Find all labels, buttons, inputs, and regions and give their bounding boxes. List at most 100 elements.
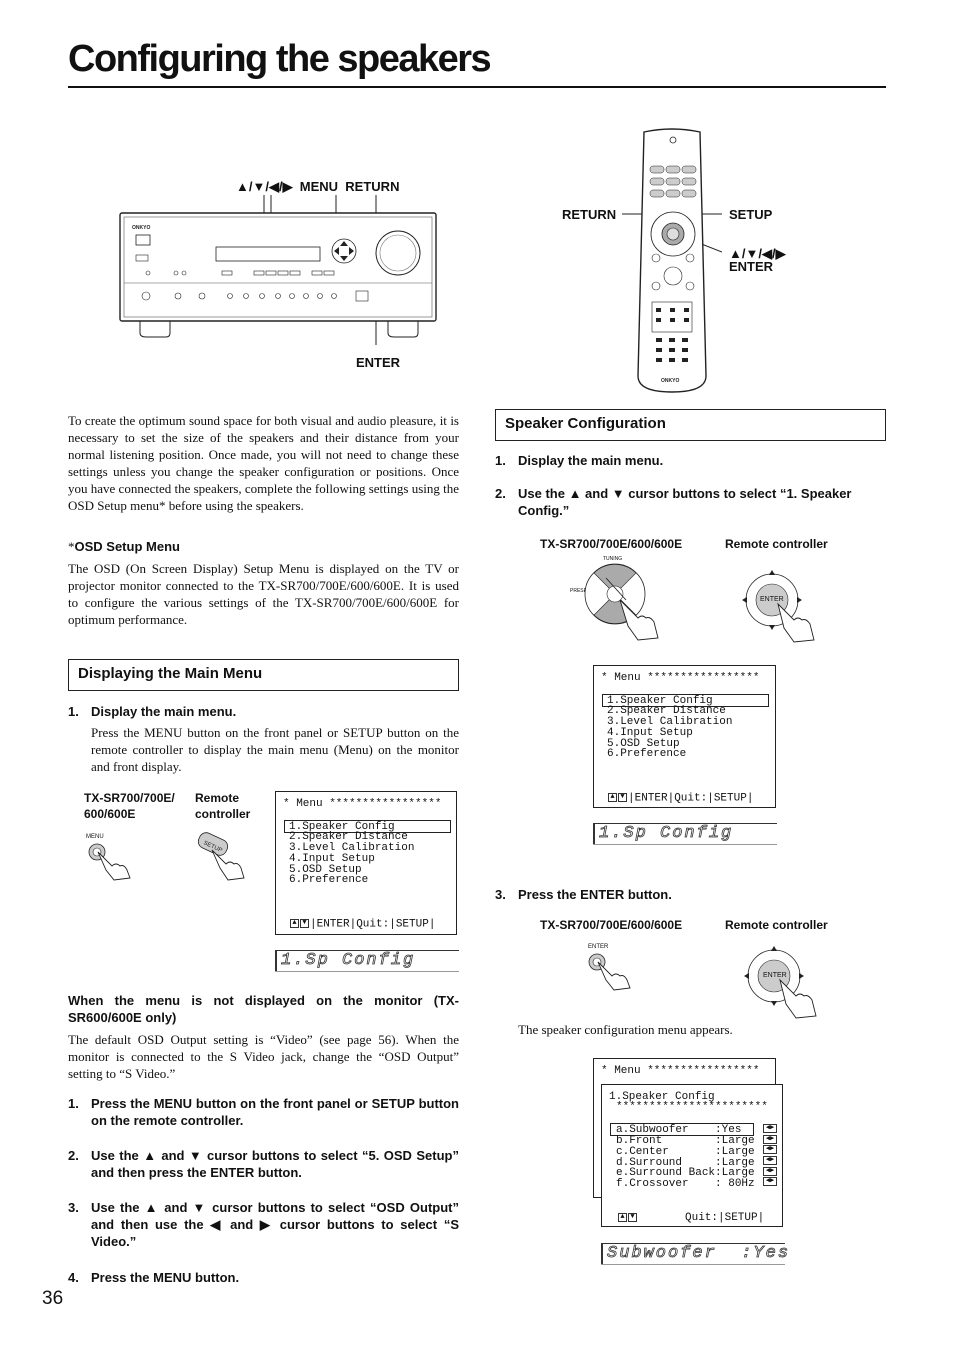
osd-heading-star: * [68, 539, 75, 554]
section-speaker-configuration: Speaker Configuration [495, 409, 886, 441]
front-display-bottom [275, 971, 459, 972]
front-display-rule [593, 823, 777, 824]
step-number: 3. [68, 1200, 79, 1215]
front-display-text-1: 1.Sp Config [281, 951, 416, 971]
menu-footer: ▲▼|ENTER|Quit:|SETUP| [608, 793, 753, 804]
menu-selection-highlight [602, 694, 769, 707]
left-right-key-icon: ◀▶ [763, 1166, 777, 1176]
left-right-key-icons: ◀▶ ◀▶ ◀▶ ◀▶ ◀▶ ◀▶ [763, 1124, 777, 1188]
menu-item-speaker-config: 1.Speaker Config [607, 695, 713, 707]
step-number: 2. [68, 1148, 79, 1163]
speaker-step-1: 1. Display the main menu. [495, 452, 886, 469]
label-model-3: TX-SR700/700E/600/600E [540, 918, 683, 932]
speaker-config-submenu: 1.Speaker Config ***********************… [601, 1084, 783, 1227]
menu-item-input-setup: 4.Input Setup [607, 727, 693, 739]
step-number: 1. [495, 453, 506, 468]
remote-enter-hand-icon [744, 946, 817, 1019]
down-key-icon: ▼ [618, 793, 627, 802]
menu-item-level-calibration: 3.Level Calibration [607, 716, 733, 728]
left-right-key-icon: ◀▶ [763, 1177, 777, 1187]
menu-item-preference: 6.Preference [289, 874, 369, 886]
submenu-item-subwoofer: a.Subwoofer :Yes [616, 1124, 742, 1136]
receiver-label-arrows-menu-return: ▲/▼/◀/▶ MENU RETURN [236, 179, 400, 194]
osd-main-menu-screen-2: * Menu ***************** 1.Speaker Confi… [593, 665, 776, 808]
not-displayed-heading: When the menu is not displayed on the mo… [68, 993, 459, 1025]
enter-button-caption: ENTER [588, 944, 609, 950]
left-right-key-icon: ◀▶ [763, 1134, 777, 1144]
step-title: Display the main menu. [91, 704, 237, 719]
remote-label-arrows: ▲/▼/◀/▶ [729, 246, 786, 261]
step-text: Use the ▲ and ▼ cursor buttons to select… [91, 1200, 459, 1249]
remote-label-return: RETURN [562, 207, 617, 222]
label-model: TX-SR700/700E/ 600/600E [84, 791, 175, 821]
front-display-rule [601, 1243, 785, 1244]
tuning-preset-pad-hand-icon [584, 563, 659, 641]
osd-heading-text: OSD Setup Menu [74, 539, 180, 554]
menu-item-input-setup: 4.Input Setup [289, 853, 375, 865]
label-remote-3: Remote controller [725, 918, 828, 932]
remote-controller-illustration: ONKYO [622, 128, 722, 393]
speaker-step-2: 2. Use the ▲ and ▼ cursor buttons to sel… [495, 485, 886, 519]
submenu-item-front: b.Front :Large [616, 1135, 755, 1147]
osd-paragraph: The OSD (On Screen Display) Setup Menu i… [68, 561, 459, 627]
section-displaying-main-menu: Displaying the Main Menu [68, 659, 459, 691]
submenu-item-crossover: f.Crossover : 80Hz [616, 1178, 755, 1190]
up-key-icon: ▲ [290, 919, 299, 928]
setup-button-hand-icon: SETUP [197, 832, 245, 881]
submenu-selection-highlight [610, 1123, 754, 1136]
up-key-icon: ▲ [618, 1213, 627, 1222]
front-display-rule [275, 950, 459, 951]
remote-cursor-pad-hand-icon [742, 570, 815, 643]
label-remote-2: Remote controller [725, 537, 828, 551]
menu-item-level-calibration: 3.Level Calibration [289, 842, 415, 854]
menu-header: * Menu ***************** [601, 672, 760, 684]
menu-item-speaker-config: 1.Speaker Config [289, 821, 395, 833]
front-display-edge [593, 823, 595, 845]
step-number: 3. [495, 887, 506, 902]
menu-item-speaker-distance: 2.Speaker Distance [607, 705, 726, 717]
label-remote: Remote controller [195, 791, 251, 821]
submenu-item-center: c.Center :Large [616, 1146, 755, 1158]
menu-header: * Menu ***************** [601, 1065, 760, 1077]
menu-header: * Menu ***************** [283, 798, 442, 810]
step-text: Press the MENU button. [91, 1270, 240, 1285]
title-rule [68, 86, 886, 88]
submenu-title: 1.Speaker Config [609, 1091, 715, 1103]
up-key-icon: ▲ [608, 793, 617, 802]
left-right-key-icon: ◀▶ [763, 1156, 777, 1166]
osd-main-menu-screen-1: * Menu ***************** 1.Speaker Confi… [275, 791, 457, 935]
menu-selection-highlight [284, 820, 451, 833]
submenu-footer: Quit:|SETUP| [685, 1212, 765, 1224]
front-display-edge [601, 1243, 603, 1265]
not-displayed-step-1: 1. Press the MENU button on the front pa… [68, 1095, 459, 1129]
down-key-icon: ▼ [628, 1213, 637, 1222]
submenu-stars: *********************** [616, 1101, 768, 1113]
remote-enter-caption-1: ENTER [760, 596, 784, 603]
menu-button-caption: MENU [86, 834, 104, 840]
remote-label-enter: ENTER [729, 259, 774, 274]
front-display-bottom [601, 1264, 785, 1265]
step-number: 4. [68, 1270, 79, 1285]
intro-paragraph: To create the optimum sound space for bo… [68, 413, 459, 513]
page-number: 36 [42, 1288, 64, 1309]
menu-item-preference: 6.Preference [607, 748, 687, 760]
page-title: Configuring the speakers [68, 38, 492, 80]
step-text: Display the main menu. [518, 453, 664, 468]
step-text: Use the ▲ and ▼ cursor buttons to select… [91, 1148, 459, 1180]
left-right-key-icon: ◀▶ [763, 1145, 777, 1155]
not-displayed-step-3: 3. Use the ▲ and ▼ cursor buttons to sel… [68, 1199, 459, 1250]
menu-footer-text: |ENTER|Quit:|SETUP| [310, 918, 436, 931]
submenu-item-surround: d.Surround :Large [616, 1157, 755, 1169]
receiver-label-enter: ENTER [356, 355, 401, 370]
front-display-text-3: Subwoofer :Yes [607, 1244, 791, 1264]
not-displayed-step-4: 4. Press the MENU button. [68, 1269, 459, 1286]
receiver-front-panel-illustration: ONKYO [119, 195, 437, 345]
main-menu-step-1: 1. Display the main menu. [68, 703, 459, 720]
menu-item-speaker-distance: 2.Speaker Distance [289, 831, 408, 843]
label-model-2: TX-SR700/700E/600/600E [540, 537, 683, 551]
svg-text:ONKYO: ONKYO [132, 225, 150, 231]
menu-item-osd-setup: 5.OSD Setup [289, 864, 362, 876]
submenu-item-surround-back: e.Surround Back:Large [616, 1167, 755, 1179]
appears-text: The speaker configuration menu appears. [518, 1022, 733, 1037]
speaker-step-3: 3. Press the ENTER button. [495, 886, 886, 903]
